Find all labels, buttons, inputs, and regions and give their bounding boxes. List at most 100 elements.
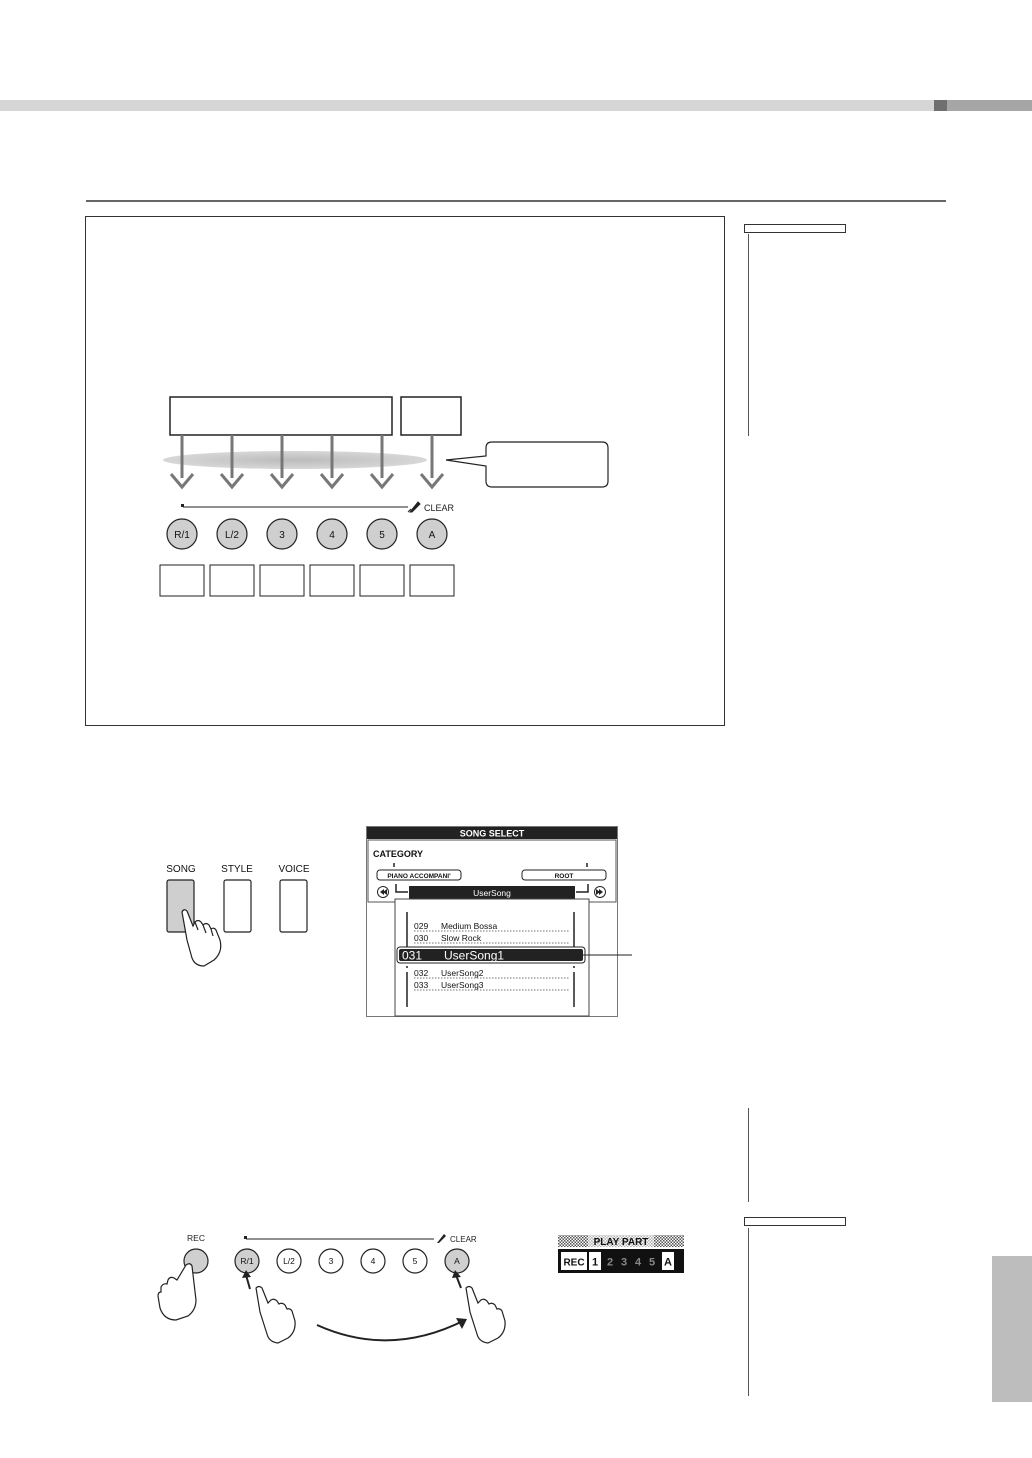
clear-bracket-end — [181, 504, 184, 507]
style-button-label: STYLE — [221, 864, 253, 875]
track-button[interactable] — [416, 518, 448, 550]
rec-label: REC — [187, 1233, 205, 1243]
current-category: UserSong — [473, 888, 511, 898]
style-button[interactable] — [223, 879, 252, 933]
song-name: UserSong1 — [444, 949, 504, 963]
track-box — [259, 564, 305, 597]
track-button[interactable] — [316, 518, 348, 550]
track-button[interactable] — [266, 518, 298, 550]
eraser-icon-small — [437, 1234, 446, 1243]
press-arrow-r1 — [242, 1270, 251, 1278]
song-name[interactable]: Medium Bossa — [441, 921, 497, 931]
lcd-title-bar — [367, 827, 617, 839]
record-clear-label: CLEAR — [450, 1235, 477, 1244]
track-button-label: 5 — [379, 530, 385, 541]
song-name[interactable]: UserSong2 — [441, 968, 484, 978]
track-button-label: A — [429, 530, 436, 541]
song-select-display: SONG SELECT CATEGORY PIANO ACCOMPANI' RO… — [366, 826, 618, 1017]
record-track-button[interactable] — [318, 1248, 344, 1274]
track-button[interactable] — [166, 518, 198, 550]
record-track-button-label: 5 — [413, 1256, 418, 1266]
voice-button[interactable] — [279, 879, 308, 933]
track-arrow — [319, 435, 345, 490]
leader-line — [582, 954, 632, 956]
category-left: PIANO ACCOMPANI' — [387, 873, 451, 880]
track-arrow — [269, 435, 295, 490]
record-track-button[interactable] — [402, 1248, 428, 1274]
record-track-button-label: 4 — [371, 1256, 376, 1266]
section-rule — [86, 200, 946, 202]
record-track-button-label: L/2 — [283, 1256, 295, 1266]
voice-button-label: VOICE — [278, 864, 310, 875]
clear-label: CLEAR — [424, 503, 455, 513]
play-part-rec-box — [561, 1252, 587, 1270]
record-track-button[interactable] — [360, 1248, 386, 1274]
play-part-track: 5 — [649, 1257, 655, 1269]
accompaniment-track-box — [400, 396, 462, 436]
callout-balloon — [445, 441, 609, 488]
play-part-track: A — [664, 1257, 672, 1269]
section-thumb-tab — [992, 1256, 1032, 1402]
category-label: CATEGORY — [373, 849, 423, 859]
play-part-title: PLAY PART — [594, 1237, 649, 1248]
track-arrow — [169, 435, 195, 490]
play-part-track: 1 — [592, 1257, 598, 1269]
track-button-label: 4 — [329, 530, 335, 541]
category-right-box — [521, 869, 607, 881]
track-diagram: CLEAR R/1 L/2 3 4 5 A — [159, 396, 609, 597]
play-part-track-box — [662, 1252, 674, 1270]
note-tab-bottom — [744, 1217, 846, 1226]
track-button-label: 3 — [279, 530, 285, 541]
track-button[interactable] — [216, 518, 248, 550]
track-button-label: R/1 — [174, 530, 190, 541]
record-track-button-label: 3 — [329, 1256, 334, 1266]
song-number: 033 — [414, 980, 428, 990]
play-part-rec-label: REC — [563, 1258, 584, 1269]
selected-song-highlight[interactable] — [399, 949, 583, 961]
track-arrows — [169, 435, 445, 490]
song-number: 032 — [414, 968, 428, 978]
eraser-icon — [407, 501, 421, 513]
melody-tracks-box — [169, 396, 393, 436]
play-part-track: 4 — [635, 1257, 642, 1269]
lcd-title: SONG SELECT — [460, 829, 525, 839]
track-empty-boxes — [159, 564, 455, 597]
header-band-accent — [934, 100, 947, 111]
category-left-box — [376, 869, 462, 881]
note-rule-bottom — [748, 1228, 749, 1396]
track-button-label: L/2 — [225, 530, 239, 541]
play-part-track-box — [589, 1252, 601, 1270]
record-track-button-label: R/1 — [240, 1256, 254, 1266]
note-tab-top — [744, 224, 846, 233]
track-box — [409, 564, 455, 597]
track-box — [359, 564, 405, 597]
track-button[interactable] — [366, 518, 398, 550]
track-box — [309, 564, 355, 597]
hand-icon-r1 — [255, 1285, 296, 1344]
press-arrow-a — [452, 1270, 461, 1278]
header-band-edge — [947, 100, 1032, 111]
record-track-button[interactable] — [276, 1248, 302, 1274]
track-box — [209, 564, 255, 597]
note-rule-mid — [748, 1108, 749, 1202]
track-button-row: R/1 L/2 3 4 5 A — [166, 518, 448, 550]
hand-icon-rec — [157, 1263, 197, 1321]
hand-icon-a — [465, 1285, 506, 1344]
track-box — [159, 564, 205, 597]
song-name[interactable]: Slow Rock — [441, 933, 482, 943]
track-info-box — [85, 216, 725, 726]
track-highlight-ellipse — [163, 451, 427, 469]
song-name[interactable]: UserSong3 — [441, 980, 484, 990]
play-part-track: 3 — [621, 1257, 627, 1269]
track-arrow — [219, 435, 245, 490]
header-band — [0, 100, 1032, 111]
current-category-bar — [409, 886, 575, 899]
note-rule-top — [748, 234, 749, 436]
play-part-track: 2 — [607, 1257, 613, 1269]
category-right: ROOT — [555, 873, 574, 880]
song-number: 029 — [414, 921, 428, 931]
track-arrow — [369, 435, 395, 490]
